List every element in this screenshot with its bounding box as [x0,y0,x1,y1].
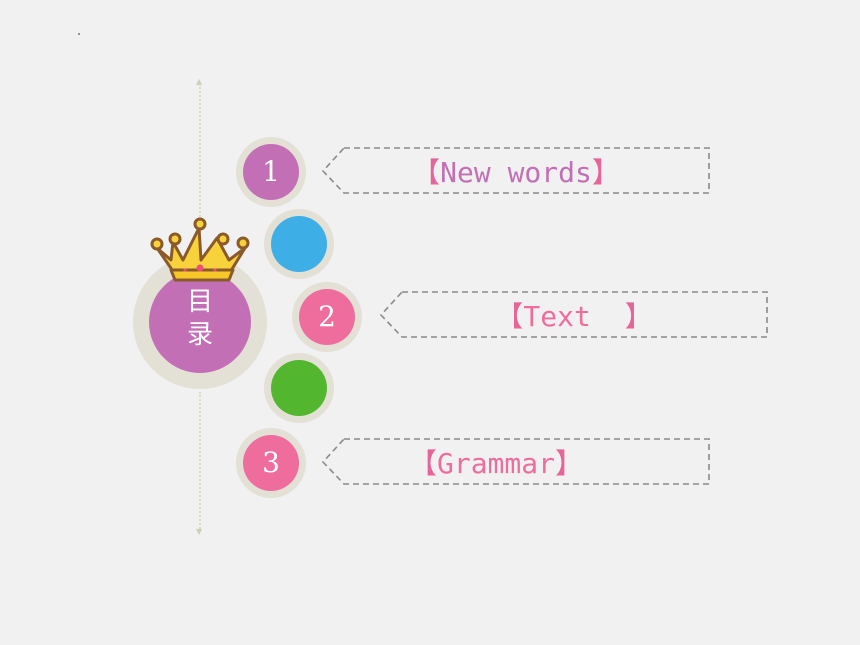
toc-title-line2: 录 [186,320,213,350]
item1-label: 【New words】 [320,151,712,191]
item3-bracket-close: 】 [555,447,584,480]
main-circle [149,271,251,373]
item2-label: 【Text 】 [378,295,770,335]
item2-label-text: Text [523,300,625,333]
blue-decor-circle [271,216,327,272]
up-arrow-icon: ▲ [196,77,203,86]
item3-number-circle: 3 [243,435,299,491]
item2-number-circle: 2 [299,289,355,345]
item2-box[interactable]: 【Text 】 [378,291,770,339]
item3-bracket-open: 【 [408,447,437,480]
item3-label: 【Grammar】 [300,442,692,482]
item1-bracket-close: 】 [591,156,620,189]
item3-box[interactable]: 【Grammar】 [320,438,712,486]
item2-bracket-close: 】 [624,300,653,333]
timeline-line-top [199,84,201,244]
dot-mark [78,33,80,35]
toc-title: 目 录 [149,286,251,352]
down-arrow-icon: ▼ [196,527,203,536]
timeline-line-bottom [199,392,201,532]
crown-icon [150,217,250,282]
item2-box-outline [379,291,768,338]
item1-bracket-open: 【 [412,156,441,189]
item1-number-circle: 1 [243,144,299,200]
toc-title-line1: 目 [186,287,213,317]
item1-label-text: New words [440,156,592,189]
item3-box-outline [321,438,710,485]
item3-label-text: Grammar [436,447,555,480]
green-decor-circle [271,360,327,416]
item1-box-outline [321,147,710,194]
item1-box[interactable]: 【New words】 [320,147,712,195]
item2-bracket-open: 【 [495,300,524,333]
